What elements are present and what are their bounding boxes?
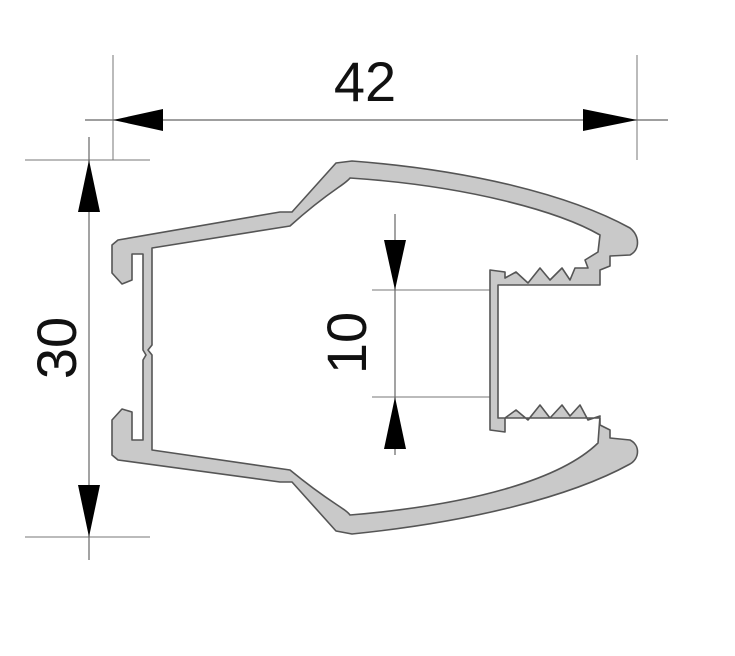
- height-label: 30: [25, 317, 88, 379]
- width-arrow-right: [583, 109, 637, 131]
- width-dimension: 42: [85, 50, 668, 131]
- profile-section: [111, 160, 639, 535]
- inner-arrow-bottom: [384, 397, 406, 449]
- inner-dimension: 10: [315, 214, 406, 455]
- inner-label: 10: [315, 312, 378, 374]
- inner-arrow-top: [384, 240, 406, 290]
- extension-lines: [25, 55, 638, 538]
- profile-body: [111, 160, 639, 535]
- height-arrow-bottom: [78, 485, 100, 537]
- height-arrow-top: [78, 160, 100, 212]
- width-arrow-left: [113, 109, 163, 131]
- height-dimension: 30: [25, 137, 100, 560]
- width-label: 42: [334, 50, 396, 113]
